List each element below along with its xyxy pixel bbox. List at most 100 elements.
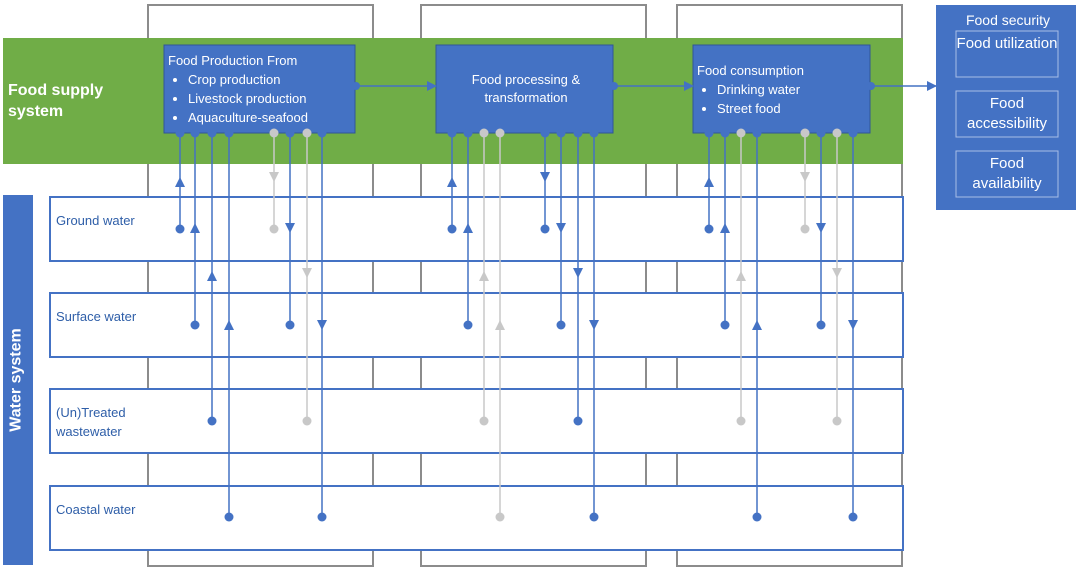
water-row-dot — [556, 320, 566, 330]
consumption-list: Drinking water Street food — [697, 80, 867, 118]
food-security-availability: Food availability — [972, 155, 1042, 192]
box-connector-dot — [479, 128, 489, 138]
flow-connector-dot — [610, 82, 618, 90]
box-connector-dot — [752, 128, 762, 138]
water-flow-arrowhead — [848, 320, 858, 330]
box-connector-dot — [302, 128, 312, 138]
food-supply-label: Food supply system — [8, 82, 104, 120]
water-row-dot — [540, 224, 550, 234]
water-flow-arrowhead — [224, 320, 234, 330]
water-flow-arrowhead — [589, 320, 599, 330]
box-connector-dot — [540, 128, 550, 138]
water-flow-arrowhead — [463, 223, 473, 233]
box-connector-dot — [573, 128, 583, 138]
water-row-dot — [736, 416, 746, 426]
water-source-wastewater: (Un)Treated wastewater — [56, 405, 126, 439]
stage-box-processing — [435, 44, 614, 134]
water-row-dot — [479, 416, 489, 426]
production-list: Crop production Livestock production Aqu… — [168, 70, 353, 127]
water-row-dot — [269, 224, 279, 234]
water-flow-arrowhead — [800, 172, 810, 182]
box-connector-dot — [207, 128, 217, 138]
water-row-dot — [720, 320, 730, 330]
box-connector-dot — [736, 128, 746, 138]
box-connector-dot — [556, 128, 566, 138]
water-row-dot — [800, 224, 810, 234]
water-flow-arrowhead — [285, 223, 295, 233]
water-flow-arrowhead — [736, 271, 746, 281]
water-row-ground — [49, 196, 904, 262]
water-row-dot — [752, 512, 762, 522]
water-row-dot — [463, 320, 473, 330]
water-source-coastal: Coastal water — [56, 502, 136, 517]
box-connector-dot — [704, 128, 714, 138]
box-connector-dot — [848, 128, 858, 138]
water-row-dot — [190, 320, 200, 330]
box-connector-dot — [816, 128, 826, 138]
water-row-dot — [207, 416, 217, 426]
water-row-dot — [285, 320, 295, 330]
food-security-box-accessibility — [955, 90, 1059, 138]
box-connector-dot — [269, 128, 279, 138]
water-flow-arrowhead — [495, 320, 505, 330]
water-source-surface: Surface water — [56, 309, 137, 324]
water-row-coastal — [49, 485, 904, 551]
box-connector-dot — [317, 128, 327, 138]
water-system-band — [3, 195, 33, 565]
water-system-label-wrap: Water system — [2, 195, 32, 565]
water-flow-arrowhead — [540, 172, 550, 182]
water-row-dot — [832, 416, 842, 426]
water-flow-arrowhead — [816, 223, 826, 233]
stage-column-production — [147, 4, 374, 567]
consumption-item: Drinking water — [717, 80, 867, 99]
water-flow-arrowhead — [556, 223, 566, 233]
food-security-box-availability — [955, 150, 1059, 198]
production-title: Food Production From — [168, 53, 298, 68]
food-security-utilization: Food utilization — [956, 35, 1058, 52]
water-flow-arrowhead — [720, 223, 730, 233]
water-flow-arrowhead — [573, 268, 583, 278]
food-security-title: Food security — [965, 12, 1051, 28]
water-flow-arrowhead — [269, 172, 279, 182]
processing-title: Food processing & transformation — [471, 72, 581, 105]
water-flow-arrowhead — [317, 320, 327, 330]
consumption-box-text: Food consumption Drinking water Street f… — [697, 62, 867, 118]
water-row-dot — [573, 416, 583, 426]
water-source-ground: Ground water — [56, 213, 135, 228]
box-connector-dot — [175, 128, 185, 138]
water-flow-arrowhead — [447, 177, 457, 187]
stage-column-consumption — [676, 4, 903, 567]
box-connector-dot — [589, 128, 599, 138]
flow-connector-dot — [867, 82, 875, 90]
box-connector-dot — [720, 128, 730, 138]
food-security-box-utilization — [955, 30, 1059, 78]
water-row-dot — [224, 512, 234, 522]
consumption-title: Food consumption — [697, 63, 804, 78]
water-row-dot — [589, 512, 599, 522]
stage-column-processing — [420, 4, 647, 567]
production-box-text: Food Production From Crop production Liv… — [168, 52, 353, 127]
water-flow-arrowhead — [175, 177, 185, 187]
water-row-dot — [175, 224, 185, 234]
food-security-accessibility: Food accessibility — [966, 95, 1048, 132]
water-row-dot — [704, 224, 714, 234]
water-flow-arrowhead — [704, 177, 714, 187]
production-item: Aquaculture-seafood — [188, 108, 353, 127]
production-item: Crop production — [188, 70, 353, 89]
water-system-label: Water system — [8, 328, 26, 432]
water-row-dot — [848, 512, 858, 522]
water-row-dot — [317, 512, 327, 522]
stage-box-consumption — [692, 44, 871, 134]
box-connector-dot — [463, 128, 473, 138]
water-flow-lines — [175, 128, 858, 522]
water-row-dot — [302, 416, 312, 426]
flow-connector-dot — [352, 82, 360, 90]
water-flow-arrowhead — [207, 271, 217, 281]
box-connector-dot — [190, 128, 200, 138]
water-row-surface — [49, 292, 904, 358]
box-connector-dot — [800, 128, 810, 138]
water-row-dot — [816, 320, 826, 330]
box-connector-dot — [224, 128, 234, 138]
box-connector-dot — [832, 128, 842, 138]
